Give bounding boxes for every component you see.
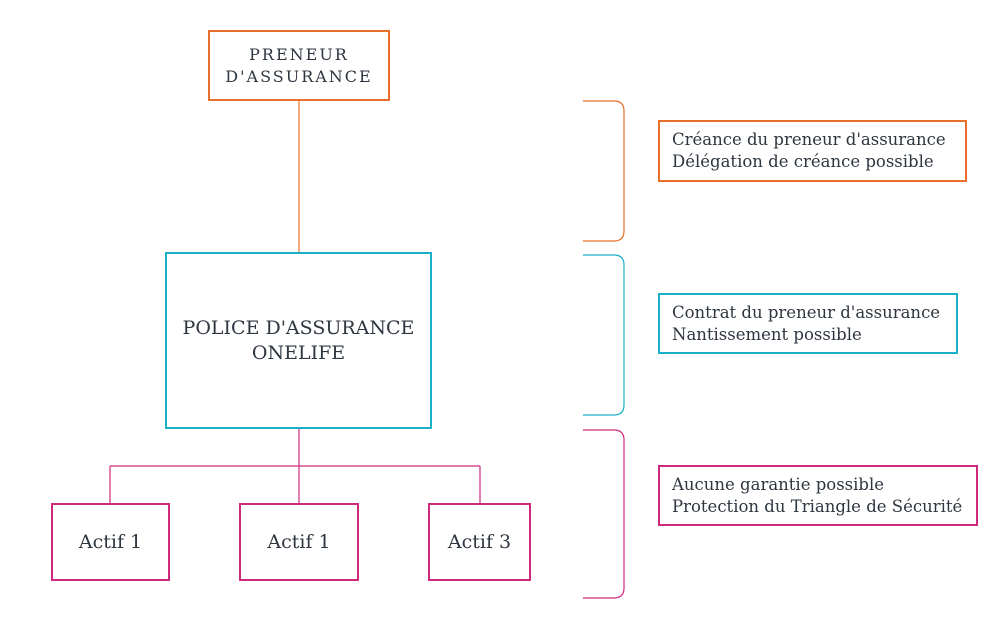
note-line: Protection du Triangle de Sécurité — [672, 496, 963, 516]
policyholder-label-line-1: PRENEUR — [249, 44, 349, 64]
note-assets: Aucune garantie possible Protection du T… — [658, 465, 978, 526]
asset-label: Actif 3 — [447, 531, 512, 553]
note-line: Aucune garantie possible — [672, 474, 885, 494]
note-receivable: Créance du preneur d'assurance Délégatio… — [658, 120, 967, 182]
asset-node-3: Actif 3 — [428, 503, 531, 581]
note-line: Créance du preneur d'assurance — [672, 130, 946, 149]
asset-label: Actif 1 — [78, 531, 143, 553]
policyholder-label-line-2: D'ASSURANCE — [225, 66, 373, 86]
note-line: Contrat du preneur d'assurance — [672, 302, 941, 322]
asset-node-2: Actif 1 — [239, 503, 359, 581]
bracket-magenta — [583, 429, 625, 599]
asset-label: Actif 1 — [267, 531, 331, 553]
policy-label-line-2: ONELIFE — [251, 341, 346, 364]
bracket-orange — [583, 100, 625, 242]
note-line: Nantissement possible — [672, 324, 862, 344]
policy-label-line-1: POLICE D'ASSURANCE — [182, 316, 415, 339]
bracket-cyan — [583, 254, 625, 416]
policyholder-node: PRENEUR D'ASSURANCE — [208, 30, 390, 101]
asset-node-1: Actif 1 — [51, 503, 170, 581]
note-line: Délégation de créance possible — [672, 152, 934, 171]
insurance-policy-node: POLICE D'ASSURANCE ONELIFE — [165, 252, 432, 429]
note-contract: Contrat du preneur d'assurance Nantissem… — [658, 293, 958, 354]
